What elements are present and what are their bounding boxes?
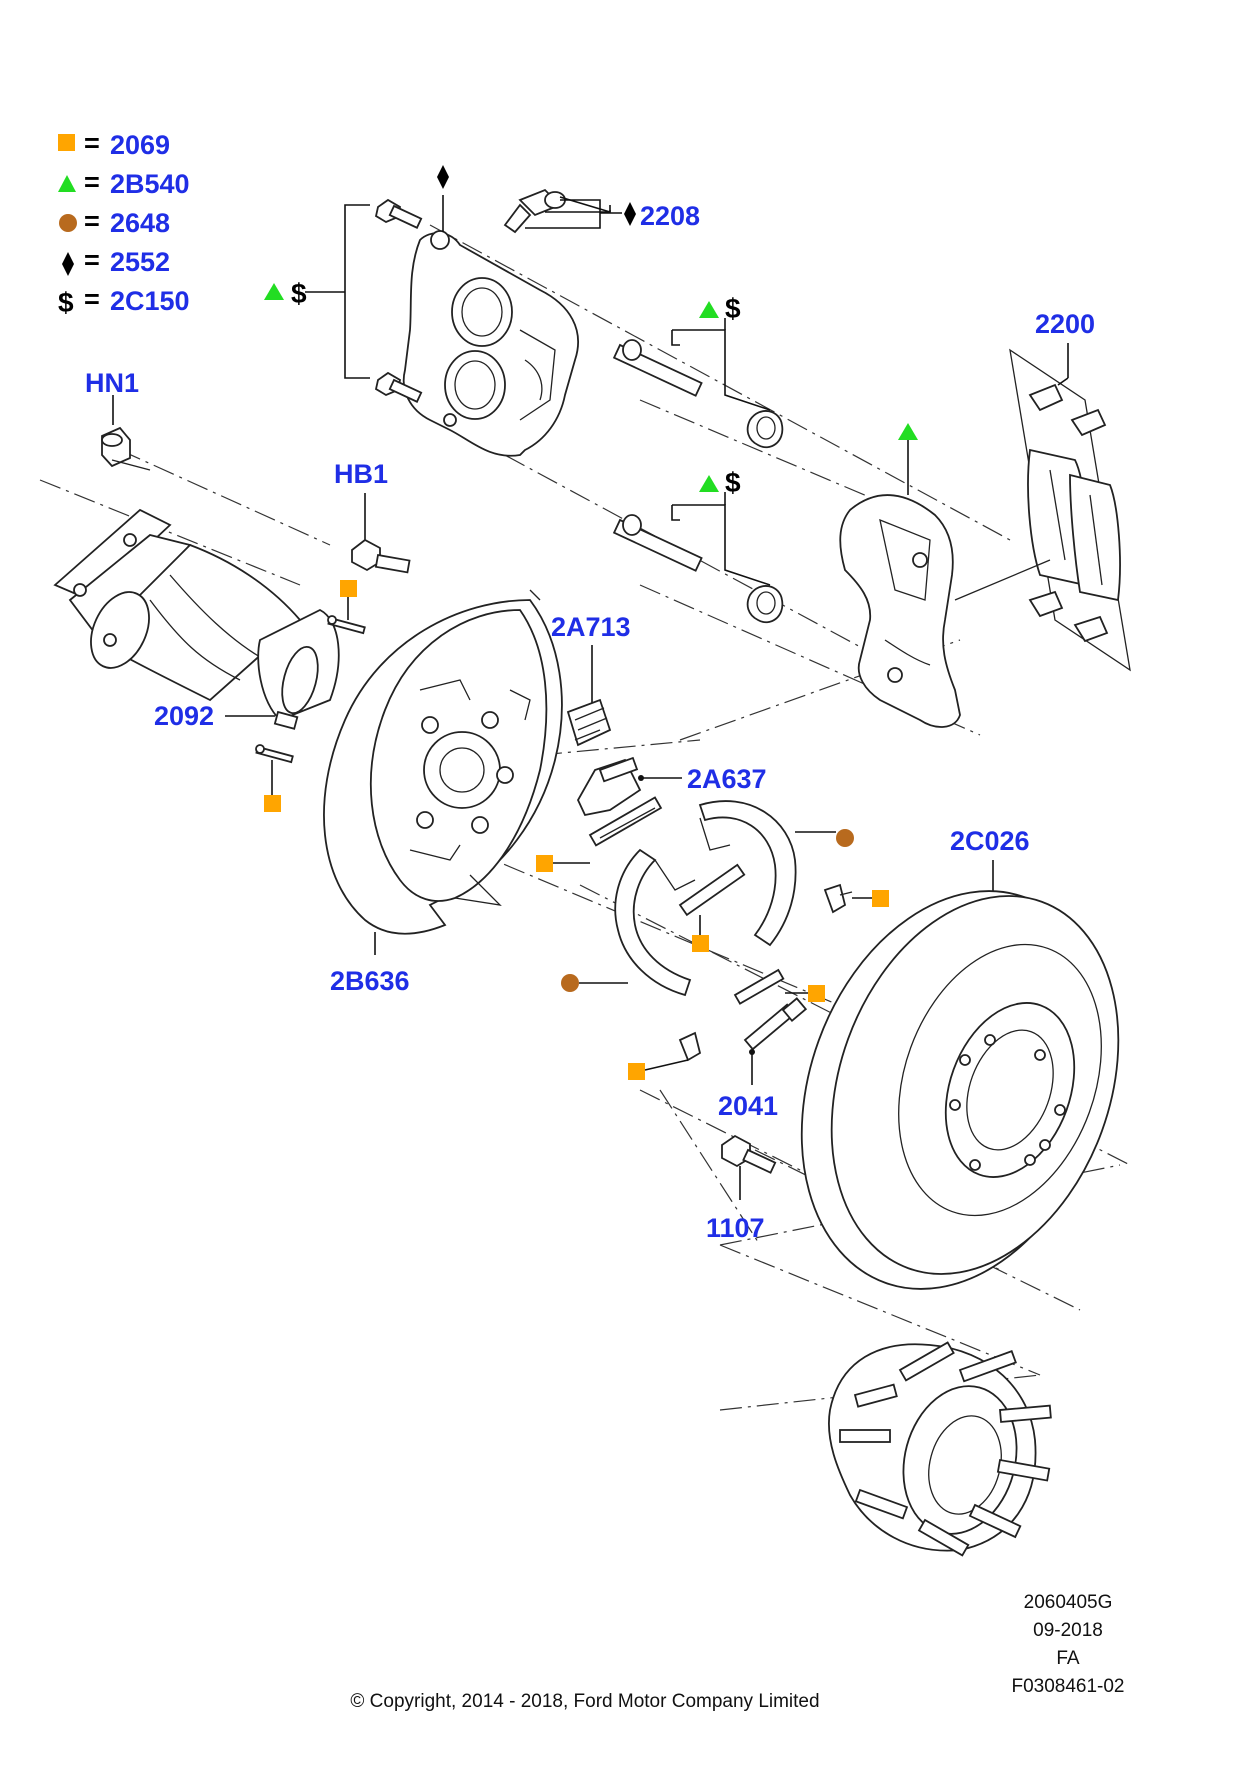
caliper-left-symbols: $	[264, 165, 449, 309]
drawing-date: 09-2018	[1033, 1620, 1103, 1641]
dollar-icon: $	[725, 293, 741, 324]
green-triangle-icon	[699, 475, 719, 492]
equals-sign: =	[84, 206, 100, 236]
drawing-code: FA	[1056, 1648, 1080, 1669]
label-2200: 2200	[1035, 309, 1095, 339]
return-spring	[588, 796, 663, 847]
green-triangle-icon	[264, 283, 284, 300]
legend-value-2b540: 2B540	[110, 169, 190, 199]
equals-sign: =	[84, 128, 100, 158]
footer: 2060405G 09-2018 FA F0308461-02 © Copyri…	[350, 1592, 1124, 1712]
bolt-hb1: HB1	[334, 459, 411, 574]
legend-row-2552: = 2552	[62, 245, 170, 277]
dollar-icon: $	[58, 287, 74, 318]
orange-square-icon	[340, 580, 357, 597]
equals-sign: =	[84, 245, 100, 275]
green-triangle-icon	[699, 301, 719, 318]
brake-rotor-2c026: 2C026	[800, 826, 1120, 1290]
black-diamond-icon	[437, 165, 449, 189]
wheel-hub	[828, 1341, 1052, 1557]
adjuster-spring	[678, 863, 746, 917]
label-1107: 1107	[706, 1213, 765, 1243]
label-2208: 2208	[640, 201, 700, 231]
label-hb1: HB1	[334, 459, 388, 489]
black-diamond-icon	[624, 202, 636, 226]
drawing-ref: F0308461-02	[1011, 1676, 1124, 1697]
dollar-icon: $	[291, 278, 307, 309]
brown-circle-icon	[561, 974, 579, 992]
equals-sign: =	[84, 284, 100, 314]
orange-square-icon	[872, 890, 889, 907]
orange-square-icon	[692, 935, 709, 952]
caliper-bracket	[839, 423, 961, 728]
nut-hn1	[101, 395, 151, 471]
equals-sign: =	[84, 167, 100, 197]
legend: = 2069 = 2B540 = 2648 = 2552 $ = 2C150	[58, 128, 190, 318]
legend-value-2552: 2552	[110, 247, 170, 277]
caliper-bolts	[305, 188, 611, 403]
copyright: © Copyright, 2014 - 2018, Ford Motor Com…	[350, 1691, 819, 1712]
backing-plate-2b636: 2B636	[323, 589, 563, 996]
hold-down-clips	[628, 883, 889, 1080]
label-hn1: HN1	[85, 368, 139, 398]
orange-square-icon	[58, 134, 75, 151]
dollar-icon: $	[725, 467, 741, 498]
legend-row-2c150: $ = 2C150	[58, 284, 190, 318]
legend-row-2b540: = 2B540	[58, 167, 190, 199]
brown-circle-icon	[836, 829, 854, 847]
bolt-pins-left: 2092	[154, 580, 366, 812]
parking-brake-shoes	[536, 796, 854, 1005]
legend-row-2648: = 2648	[59, 206, 170, 238]
orange-square-icon	[264, 795, 281, 812]
orange-square-icon	[536, 855, 553, 872]
legend-row-2069: = 2069	[58, 128, 170, 160]
drawing-number: 2060405G	[1024, 1592, 1113, 1613]
legend-value-2c150: 2C150	[110, 286, 190, 316]
green-triangle-icon	[58, 175, 76, 192]
parking-brake-lever-2a713: 2A713	[551, 612, 631, 747]
brake-pad-kit-2200: 2200	[954, 309, 1131, 672]
label-2a637: 2A637	[687, 764, 767, 794]
label-2a713: 2A713	[551, 612, 631, 642]
legend-value-2648: 2648	[110, 208, 170, 238]
bolt-1107: 1107	[706, 1134, 777, 1243]
label-2b636: 2B636	[330, 966, 410, 996]
green-triangle-icon	[898, 423, 918, 440]
legend-value-2069: 2069	[110, 130, 170, 160]
orange-square-icon	[808, 985, 825, 1002]
axle-housing	[53, 508, 340, 722]
brake-caliper	[402, 230, 579, 457]
guide-pin-lower: $	[612, 467, 784, 624]
parking-brake-actuator-2a637: 2A637	[576, 756, 767, 817]
adjuster-2041: 2041	[718, 997, 808, 1121]
lower-spring	[733, 968, 785, 1005]
leader-2208: 2208	[525, 199, 700, 231]
label-2041: 2041	[718, 1091, 778, 1121]
label-2092: 2092	[154, 701, 214, 731]
guide-pin-upper: $	[612, 293, 784, 449]
orange-square-icon	[628, 1063, 645, 1080]
brown-circle-icon	[59, 214, 77, 232]
label-2c026: 2C026	[950, 826, 1030, 856]
black-diamond-icon	[62, 252, 74, 276]
